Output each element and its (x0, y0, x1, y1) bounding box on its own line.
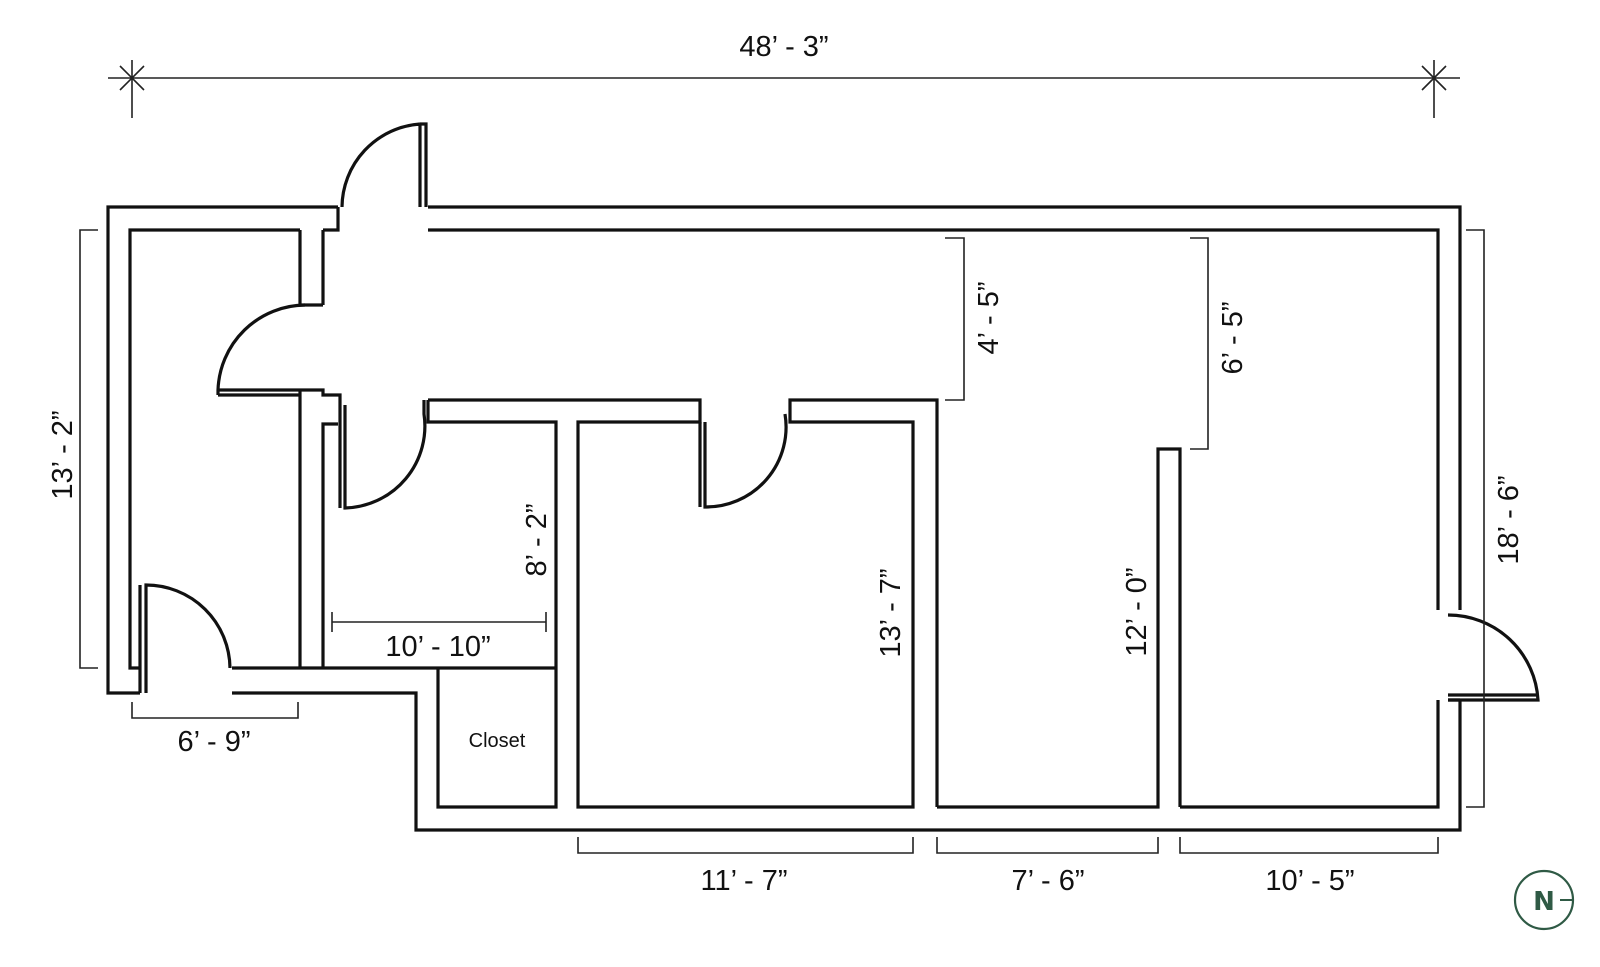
wall-left-bottom (232, 666, 1462, 832)
dim-overall-tick-left (119, 60, 145, 118)
dim-room1-width-line (331, 612, 547, 632)
closet-label: Closet (469, 730, 526, 752)
wall-room1 (426, 400, 558, 809)
dim-room2-width: 11’ - 7” (700, 865, 787, 897)
walls (106, 205, 1462, 832)
dim-room2-width-line (577, 837, 914, 854)
compass-letter: N (1533, 887, 1555, 917)
dim-right-height-line (1466, 229, 1485, 808)
compass-circle (1513, 869, 1575, 931)
dim-hall-depth-b: 6’ - 5” (1217, 301, 1249, 374)
door-room1 (338, 400, 427, 510)
dim-room1-width: 10’ - 10” (385, 631, 490, 663)
dim-room4-width-line (1179, 837, 1439, 854)
dimension-labels: 48’ - 3” 13’ - 2” 18’ - 6” 6’ - 9” 8’ - … (47, 31, 1525, 897)
dim-room3-width: 7’ - 6” (1011, 865, 1084, 897)
wall-left-wing-outer (106, 205, 338, 695)
dim-room4-width: 10’ - 5” (1265, 865, 1354, 897)
dim-room3-depth: 12’ - 0” (1121, 567, 1153, 656)
door-entry-top (340, 122, 428, 208)
door-left-bottom (138, 583, 232, 693)
wall-left-jamb-mid (218, 388, 342, 668)
wall-left-wing-inner (128, 228, 300, 670)
dim-overall-tick-right (1421, 60, 1447, 118)
dim-room2-depth: 13’ - 7” (875, 568, 907, 657)
dim-hall-b-line (1190, 237, 1209, 450)
dim-right-height: 18’ - 6” (1493, 475, 1525, 564)
dim-left-wing-height-line (79, 229, 98, 669)
north-compass: N (1513, 869, 1575, 931)
wall-partition-r3-r4 (937, 447, 1182, 809)
door-room2 (698, 413, 788, 509)
dim-left-wing-width-line (131, 702, 299, 719)
wall-top-outer (428, 205, 1462, 610)
dim-room3-width-line (936, 837, 1159, 854)
dim-room1-depth: 8’ - 2” (521, 503, 553, 576)
wall-top-inner (428, 228, 1440, 610)
doors (138, 122, 1540, 702)
dim-left-wing-width: 6’ - 9” (177, 726, 250, 758)
dim-hall-a-line (945, 237, 965, 401)
door-left-wing (216, 303, 306, 395)
dimension-lines (79, 60, 1485, 854)
wall-right-lower (1180, 698, 1460, 809)
wall-left-jamb-top (298, 207, 340, 307)
dim-overall-width: 48’ - 3” (739, 31, 828, 63)
door-right (1447, 613, 1540, 702)
dim-left-wing-height: 13’ - 2” (47, 410, 79, 499)
dim-hall-depth-a: 4’ - 5” (973, 281, 1005, 354)
wall-corridor-south (428, 398, 939, 809)
